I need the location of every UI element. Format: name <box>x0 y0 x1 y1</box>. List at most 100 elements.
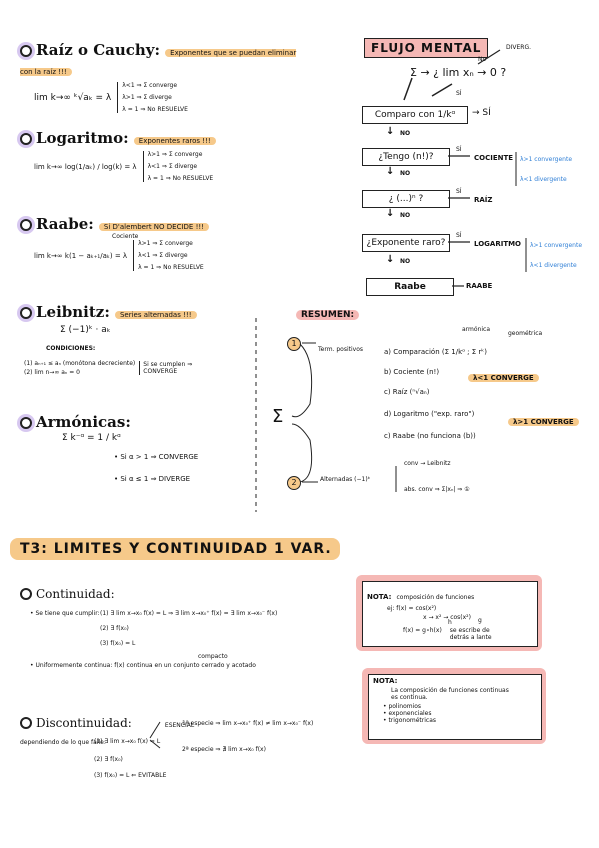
flujo-box2: ¿Tengo (n!)? <box>362 148 450 166</box>
flujo-box4-out: LOGARITMO <box>474 240 522 248</box>
nota2-item: • polinomios <box>383 703 422 710</box>
raiz-title: Raíz o Cauchy: <box>36 41 161 59</box>
nota2-item: • exponenciales <box>383 710 432 717</box>
leibnitz-title: Leibnitz: <box>36 303 110 321</box>
raiz-case: λ>1 ⇒ Σ diverge <box>122 94 172 101</box>
flujo-no: NO <box>400 258 411 265</box>
log-case: λ<1 ⇒ Σ diverge <box>147 163 198 170</box>
bullet-icon <box>20 416 32 429</box>
leibnitz-cond2: (2) lim n→∞ aₙ = 0 <box>24 369 80 376</box>
raabe-case: λ<1 ⇒ Σ diverge <box>138 252 188 259</box>
discont-section: Discontinuidad: ESENCIAL dependiendo de … <box>20 712 350 779</box>
nota2-inner: NOTA: La composición de funciones contin… <box>368 674 542 740</box>
raiz-formula: lim k→∞ ᵏ√aₖ = λ <box>34 92 112 103</box>
down-arrow-icon: ↓ <box>386 166 395 177</box>
down-arrow-icon: ↓ <box>386 126 395 137</box>
raabe-note: Si D'alembert NO DECIDE !!! <box>98 223 209 231</box>
continuidad-c3: (3) f(x₀) = L <box>100 640 136 647</box>
raabe-case: λ>1 ⇒ Σ converge <box>138 240 193 247</box>
leibnitz-section: Leibnitz: Series alternadas !!! Σ (−1)ᵏ … <box>20 302 270 376</box>
nota1-line3: f(x) = g∘h(x) <box>403 627 442 634</box>
nota1-line4: se escribe de detrás a lante <box>449 627 492 641</box>
resumen-num2: 2 <box>287 476 301 490</box>
nota1-inner: NOTA: composición de funciones ej: f(x) … <box>362 581 538 647</box>
bullet-icon <box>20 716 32 729</box>
leibnitz-cond1: (1) aₙ₊₁ ≤ aₙ (monótona decreciente) <box>24 360 136 367</box>
continuidad-c2: (2) ∃ f(x₀) <box>100 625 129 632</box>
flujo-diverg: DIVERG. <box>506 44 532 51</box>
leibnitz-cond-title: CONDICIONES: <box>46 345 96 352</box>
continuidad-compacto: compacto <box>198 653 228 660</box>
resumen-abs-conv: abs. conv ⇒ Σ|xₙ| ⇒ ① <box>404 486 470 493</box>
log-case: λ = 1 ⇒ No RESUELVE <box>147 175 214 182</box>
leibnitz-result: Si se cumplen ⇒ CONVERGE <box>139 361 213 375</box>
nota1-title: NOTA: <box>367 593 392 601</box>
flujo-no: NO <box>400 170 411 177</box>
discont-d3: (3) f(x₀) = L ⇐ EVITABLE <box>94 772 167 779</box>
continuidad-uniform: • Uniformemente continua: f(x) continua … <box>30 662 256 669</box>
flujo-title: FLUJO MENTAL <box>364 38 489 58</box>
raabe-title: Raabe: <box>36 215 94 233</box>
flujo-div: λ<1 divergente <box>520 176 567 183</box>
log-title: Logaritmo: <box>36 129 129 147</box>
bullet-icon <box>20 587 32 600</box>
flujo-box3-out: RAÍZ <box>474 196 493 204</box>
resumen-gt1: λ>1 CONVERGE <box>508 418 579 426</box>
down-arrow-icon: ↓ <box>386 254 395 265</box>
flujo-si: SÍ <box>456 146 462 153</box>
resumen-armonica: armónica <box>462 326 490 333</box>
flujo-box5: Raabe <box>366 278 454 296</box>
discont-e2: 2ª especie ⇒ ∄ lim x→x₀ f(x) <box>182 746 266 753</box>
discont-d1: (1) ∃ lim x→x₀ f(x) = L <box>94 738 161 745</box>
discont-intro: dependiendo de lo que falle: <box>20 739 106 746</box>
nota2-item: • trigonométricas <box>383 717 437 724</box>
down-arrow-icon: ↓ <box>386 208 395 219</box>
discont-e1: 1ª especie ⇒ lim x→x₀⁺ f(x) ≠ lim x→x₀⁻ … <box>182 720 314 727</box>
armonicas-title: Armónicas: <box>36 413 131 431</box>
resumen-title: RESUMEN: <box>296 310 360 320</box>
flujo-conv: λ>1 convergente <box>520 156 573 163</box>
raiz-section: Raíz o Cauchy: Exponentes que se puedan … <box>20 40 310 113</box>
log-case: λ>1 ⇒ Σ converge <box>147 151 203 158</box>
bullet-icon <box>20 218 32 231</box>
raiz-case: λ = 1 ⇒ No RESUELVE <box>122 106 188 113</box>
flujo-no: NO <box>400 130 411 137</box>
flujo-conv2: λ>1 convergente <box>530 242 583 249</box>
log-formula: lim k→∞ log(1/aₖ) / log(k) = λ <box>34 162 137 171</box>
raabe-case: λ = 1 ⇒ No RESUELVE <box>138 264 204 271</box>
flujo-si: SÍ <box>456 90 462 97</box>
resumen-lt1: λ<1 CONVERGE <box>468 374 539 382</box>
bullet-icon <box>20 132 32 145</box>
log-section: Logaritmo: Exponentes raros !!! lim k→∞ … <box>20 128 310 182</box>
resumen-a: a) Comparación (Σ 1/kᵅ ; Σ rᵏ) <box>384 348 488 356</box>
nota1-line1: ej: f(x) = cos(x²) <box>387 605 437 612</box>
raiz-case: λ<1 ⇒ Σ converge <box>122 82 178 89</box>
bullet-icon <box>20 306 32 319</box>
flujo-si: SÍ <box>456 232 462 239</box>
discont-title: Discontinuidad: <box>36 716 132 730</box>
flujo-si: SÍ <box>456 188 462 195</box>
resumen-alternadas: Alternadas (−1)ᵏ <box>320 476 371 483</box>
nota1-subtitle: composición de funciones <box>396 594 475 601</box>
log-note: Exponentes raros !!! <box>133 137 216 145</box>
flujo-box3: ¿ (...)ⁿ ? <box>362 190 450 208</box>
continuidad-section: Continuidad: • Se tiene que cumplir: (1)… <box>20 583 350 669</box>
raabe-formula: lim k→∞ k(1 − aₖ₊₁/aₖ) = λ <box>34 251 128 260</box>
flujo-no-top: No <box>478 56 487 63</box>
nota2-text1: La composición de funciones continuas <box>391 687 509 694</box>
leibnitz-note: Series alternadas !!! <box>114 311 197 319</box>
armonicas-section: Armónicas: Σ k⁻ᵅ = 1 / kᵅ • Si α > 1 ⇒ C… <box>20 412 270 483</box>
flujo-box2-out: COCIENTE <box>474 154 514 162</box>
continuidad-title: Continuidad: <box>36 587 115 601</box>
continuidad-c1: (1) ∃ lim x→x₀ f(x) = L ⇒ ∃ lim x→x₀⁺ f(… <box>100 610 278 617</box>
resumen-d: d) Logaritmo ("exp. raro") <box>384 410 475 418</box>
discont-d2: (2) ∃ f(x₀) <box>94 756 123 763</box>
flujo-box4: ¿Exponente raro? <box>362 234 450 252</box>
resumen-b: b) Cociente (n!) <box>384 368 440 376</box>
resumen-e: c) Raabe (no funciona (b)) <box>384 432 476 440</box>
discont-esencial: ESENCIAL <box>164 722 195 729</box>
flujo-no: NO <box>400 212 411 219</box>
resumen-conv-leib: conv → Leibnitz <box>404 460 451 467</box>
t3-title: T3: LIMITES Y CONTINUIDAD 1 VAR. <box>20 541 332 557</box>
